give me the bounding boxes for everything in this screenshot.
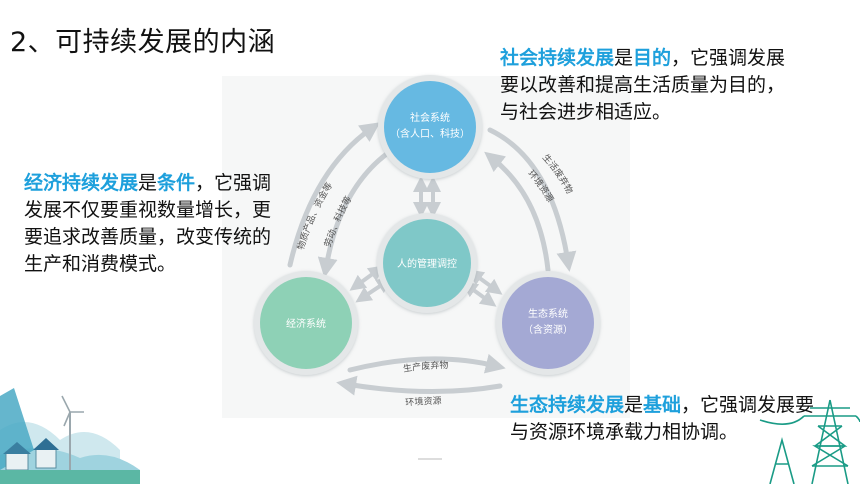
arrow-eco-to-econ: [336, 375, 503, 396]
node-ecological: 生态系统 （含资源）: [496, 271, 600, 375]
node-social-label: 社会系统: [410, 111, 450, 124]
highlight-basis: 基础: [643, 394, 682, 416]
node-center: 人的管理调控: [377, 213, 477, 313]
arrow-social-to-eco: [487, 127, 577, 272]
text-body: ，它强调发展不仅要重视数量增长，更要追求改善质量，改变传统的生产和消费模式。: [24, 172, 272, 275]
arrow-eco-to-social: [484, 151, 551, 273]
node-center-label: 人的管理调控: [397, 257, 457, 270]
arrow-econ-to-social: [287, 122, 381, 268]
text-is: 是: [624, 394, 644, 416]
text-body: ，它强调发展要与资源环境承载力相协调。: [510, 394, 815, 443]
highlight-condition: 条件: [157, 172, 196, 194]
social-sustainability-text: 社会持续发展是目的，它强调发展要以改善和提高生活质量为目的，与社会进步相适应。: [500, 45, 800, 126]
arrow-econ-to-eco: [347, 353, 506, 374]
economic-sustainability-text: 经济持续发展是条件，它强调发展不仅要重视数量增长，更要追求改善质量，改变传统的生…: [24, 170, 286, 278]
page-title: 2、可持续发展的内涵: [10, 27, 276, 58]
node-economic-label: 经济系统: [286, 317, 326, 330]
power-tower-icon: [759, 399, 860, 484]
node-economic: 经济系统: [254, 271, 358, 375]
text-is: 是: [138, 172, 158, 194]
arrow-social-to-econ: [317, 147, 395, 278]
highlight-social: 社会持续发展: [500, 47, 615, 69]
node-ecological-label: 生态系统: [528, 307, 568, 320]
node-ecological-sublabel: （含资源）: [523, 323, 573, 336]
node-social-sublabel: （含人口、科技）: [390, 127, 470, 140]
center-links: [349, 176, 503, 307]
highlight-ecological: 生态持续发展: [510, 394, 625, 416]
flow-arrows: [287, 122, 577, 396]
highlight-economic: 经济持续发展: [24, 172, 139, 194]
highlight-purpose: 目的: [633, 47, 672, 69]
ecological-sustainability-text: 生态持续发展是基础，它强调发展要与资源环境承载力相协调。: [510, 392, 820, 446]
node-social: 社会系统 （含人口、科技）: [378, 75, 482, 179]
wind-turbine-houses-icon: [0, 388, 140, 484]
text-body: ，它强调发展要以改善和提高生活质量为目的，与社会进步相适应。: [500, 47, 786, 123]
text-is: 是: [614, 47, 634, 69]
